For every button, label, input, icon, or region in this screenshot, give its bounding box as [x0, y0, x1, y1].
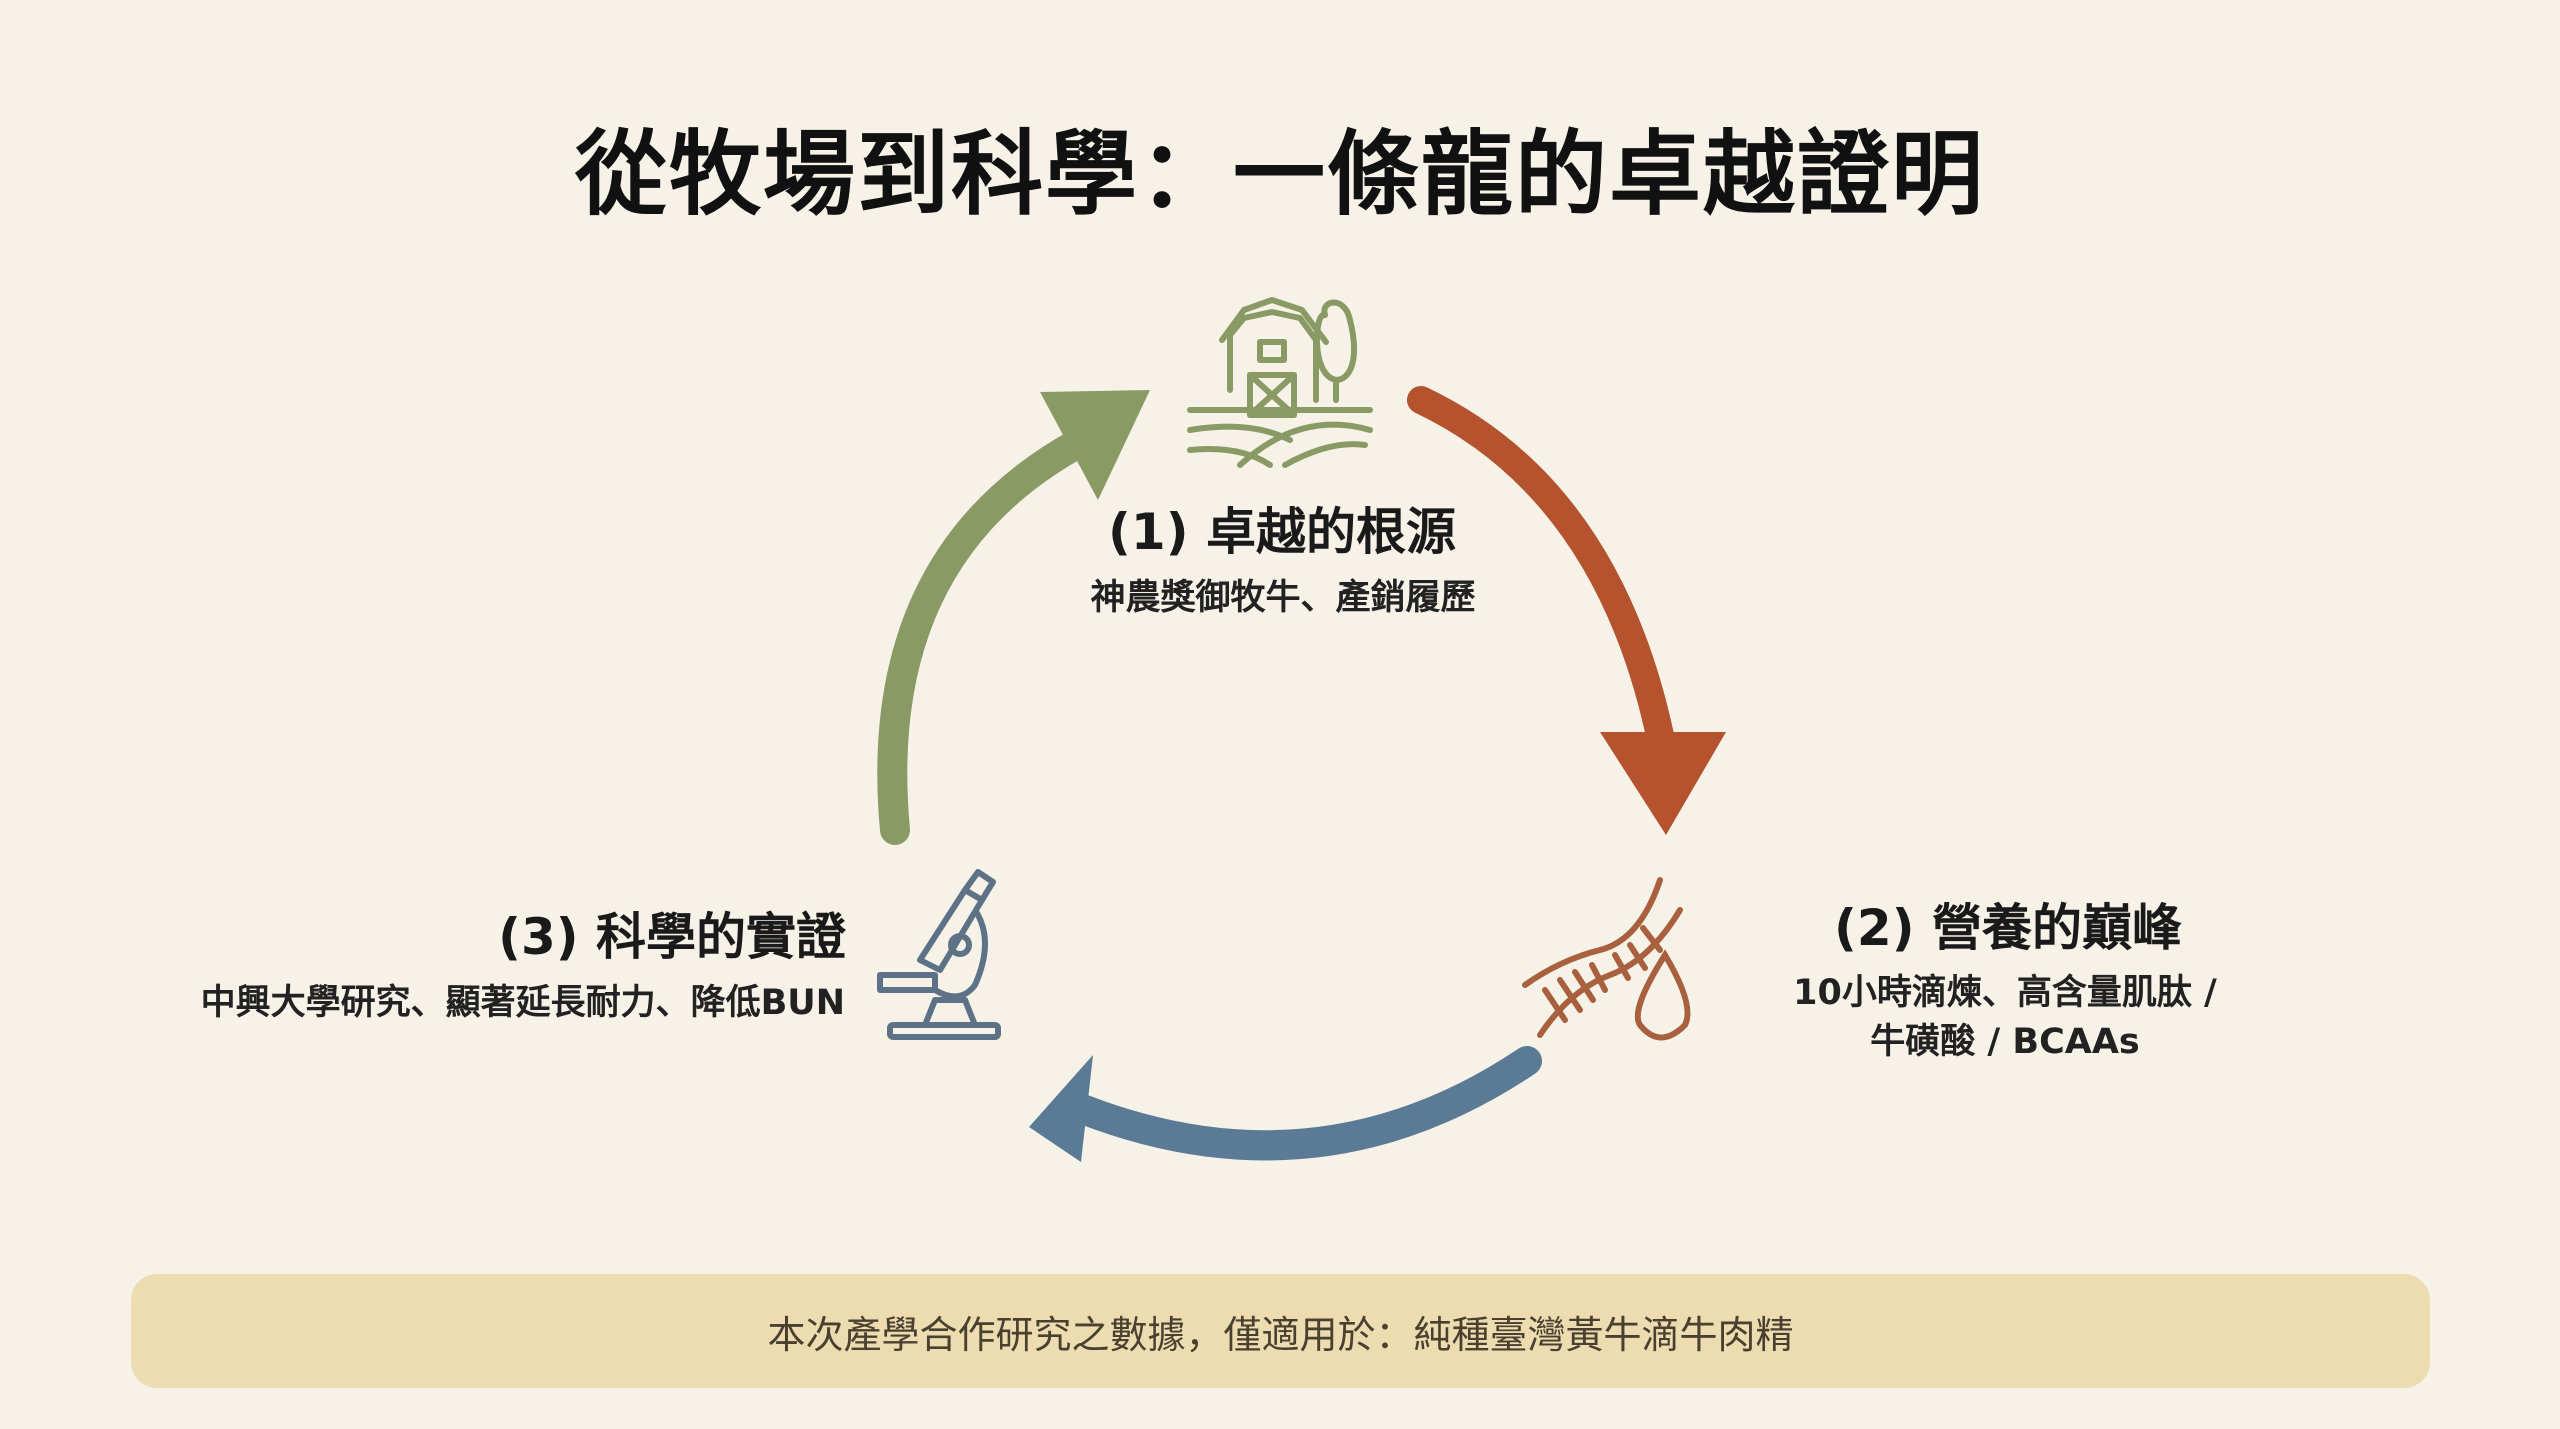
arrow-green — [877, 390, 1150, 845]
disclaimer-text: 本次產學合作研究之數據，僅適用於：純種臺灣黃牛滴牛肉精 — [767, 1312, 1794, 1357]
microscope-icon — [877, 869, 1001, 1040]
stage-2-description-line-1: 10小時滴煉、高含量肌肽 / — [1793, 973, 2217, 1013]
stage-2-title: (2) 營養的巔峰 — [1834, 899, 2182, 957]
stage-3-description: 中興大學研究、顯著延長耐力、降低BUN — [200, 983, 845, 1023]
farm-barn-icon — [1187, 297, 1373, 468]
stage-3-title: (3) 科學的實證 — [498, 908, 846, 966]
page-title: 從牧場到科學：一條龍的卓越證明 — [574, 120, 1985, 228]
dna-drop-icon — [1522, 877, 1691, 1041]
stage-1-description: 神農獎御牧牛、產銷履歷 — [1090, 578, 1476, 618]
disclaimer-banner: 本次產學合作研究之數據，僅適用於：純種臺灣黃牛滴牛肉精 — [131, 1274, 2430, 1388]
stage-1-title: (1) 卓越的根源 — [1108, 503, 1456, 561]
arrow-red — [1407, 386, 1726, 835]
stage-2-description-line-2: 牛磺酸 / BCAAs — [1870, 1022, 2140, 1062]
arrow-blue — [1029, 1046, 1542, 1162]
